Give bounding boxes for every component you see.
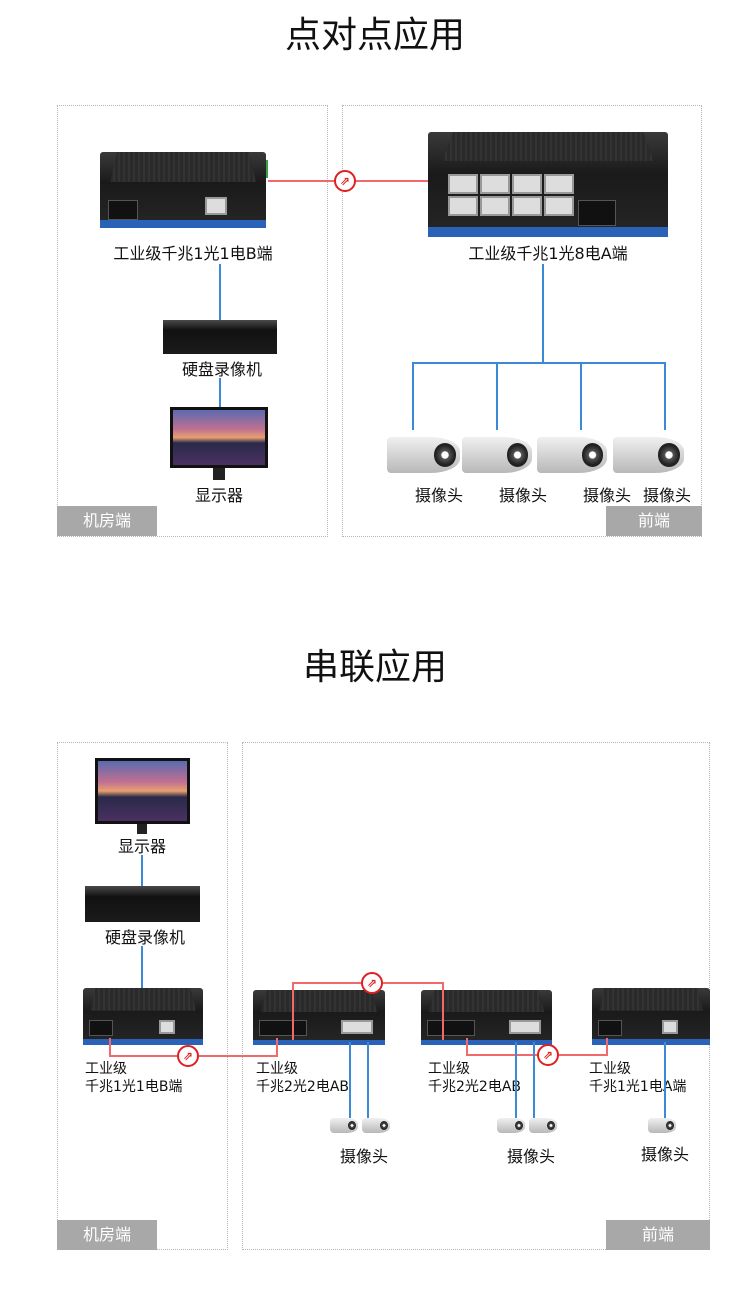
section2-title: 串联应用 xyxy=(302,647,447,688)
ethernet-line xyxy=(664,1042,666,1118)
device-ab-image xyxy=(253,990,385,1045)
device-b-image xyxy=(83,988,203,1045)
device-label-line1: 工业级 xyxy=(589,1061,631,1077)
camera-label: 摄像头 xyxy=(339,1147,389,1166)
camera-label: 摄像头 xyxy=(582,486,632,505)
camera-icon xyxy=(462,437,532,473)
ethernet-line xyxy=(219,264,221,320)
device-label: 工业级千兆2光2电AB xyxy=(256,1060,349,1096)
device-b-label: 工业级千兆1光1电B端 xyxy=(113,244,273,263)
camera-icon xyxy=(497,1118,525,1133)
camera-icon xyxy=(387,437,460,473)
camera-icon xyxy=(648,1118,676,1133)
camera-icon xyxy=(613,437,684,473)
device-label: 工业级千兆2光2电AB xyxy=(428,1060,521,1096)
section1-title: 点对点应用 xyxy=(284,15,465,56)
device-a-label: 工业级千兆1光8电A端 xyxy=(468,244,628,263)
device-label-line2: 千兆2光2电AB xyxy=(428,1079,521,1095)
camera-label: 摄像头 xyxy=(506,1147,556,1166)
device-a-image xyxy=(592,988,710,1045)
control-room-tag: 机房端 xyxy=(57,1220,157,1250)
fiber-line xyxy=(292,982,294,1040)
camera-label: 摄像头 xyxy=(642,486,692,505)
device-b-image xyxy=(100,152,266,228)
ethernet-line xyxy=(141,946,143,1022)
camera-icon xyxy=(330,1118,358,1133)
monitor-image xyxy=(95,758,190,824)
ethernet-line xyxy=(412,362,414,430)
fiber-link-icon: ⇗ xyxy=(334,170,356,192)
nvr-image xyxy=(85,886,200,922)
camera-label: 摄像头 xyxy=(640,1145,690,1164)
device-a-image xyxy=(428,132,668,237)
fiber-line xyxy=(606,1038,608,1056)
ethernet-line xyxy=(141,855,143,887)
fiber-line xyxy=(276,1038,278,1057)
device-label-line1: 工业级 xyxy=(428,1061,470,1077)
fiber-line xyxy=(466,1038,468,1056)
ethernet-line xyxy=(349,1042,351,1118)
nvr-label: 硬盘录像机 xyxy=(181,360,263,379)
device-label: 工业级千兆1光1电B端 xyxy=(85,1060,182,1096)
camera-icon xyxy=(362,1118,390,1133)
device-label: 工业级千兆1光1电A端 xyxy=(589,1060,686,1096)
fiber-link-icon: ⇗ xyxy=(177,1045,199,1067)
ethernet-line xyxy=(515,1042,517,1118)
fiber-line xyxy=(442,982,444,1040)
ethernet-line xyxy=(580,362,582,430)
nvr-label: 硬盘录像机 xyxy=(104,928,186,947)
camera-label: 摄像头 xyxy=(498,486,548,505)
monitor-label: 显示器 xyxy=(117,837,167,856)
ethernet-line xyxy=(496,362,498,430)
camera-icon xyxy=(529,1118,557,1133)
device-label-line2: 千兆1光1电B端 xyxy=(85,1079,183,1095)
ethernet-line xyxy=(542,264,544,362)
control-room-panel xyxy=(57,105,328,537)
device-ab-image xyxy=(421,990,552,1045)
control-room-tag: 机房端 xyxy=(57,506,157,536)
camera-label: 摄像头 xyxy=(414,486,464,505)
camera-icon xyxy=(537,437,607,473)
fiber-line xyxy=(109,1038,111,1057)
device-label-line1: 工业级 xyxy=(85,1061,127,1077)
monitor-image xyxy=(170,407,268,468)
ethernet-line xyxy=(412,362,666,364)
device-label-line2: 千兆1光1电A端 xyxy=(589,1079,687,1095)
device-label-line2: 千兆2光2电AB xyxy=(256,1079,349,1095)
nvr-image xyxy=(163,320,277,354)
monitor-stand xyxy=(213,468,225,480)
fiber-link-icon: ⇗ xyxy=(537,1044,559,1066)
device-label-line1: 工业级 xyxy=(256,1061,298,1077)
ethernet-line xyxy=(367,1042,369,1118)
ethernet-line xyxy=(219,378,221,408)
monitor-stand xyxy=(137,824,147,834)
monitor-label: 显示器 xyxy=(194,486,244,505)
ethernet-line xyxy=(533,1042,535,1118)
front-end-tag: 前端 xyxy=(606,506,702,536)
front-end-tag: 前端 xyxy=(606,1220,710,1250)
fiber-link-icon: ⇗ xyxy=(361,972,383,994)
front-end-panel xyxy=(342,105,702,537)
ethernet-line xyxy=(664,362,666,430)
